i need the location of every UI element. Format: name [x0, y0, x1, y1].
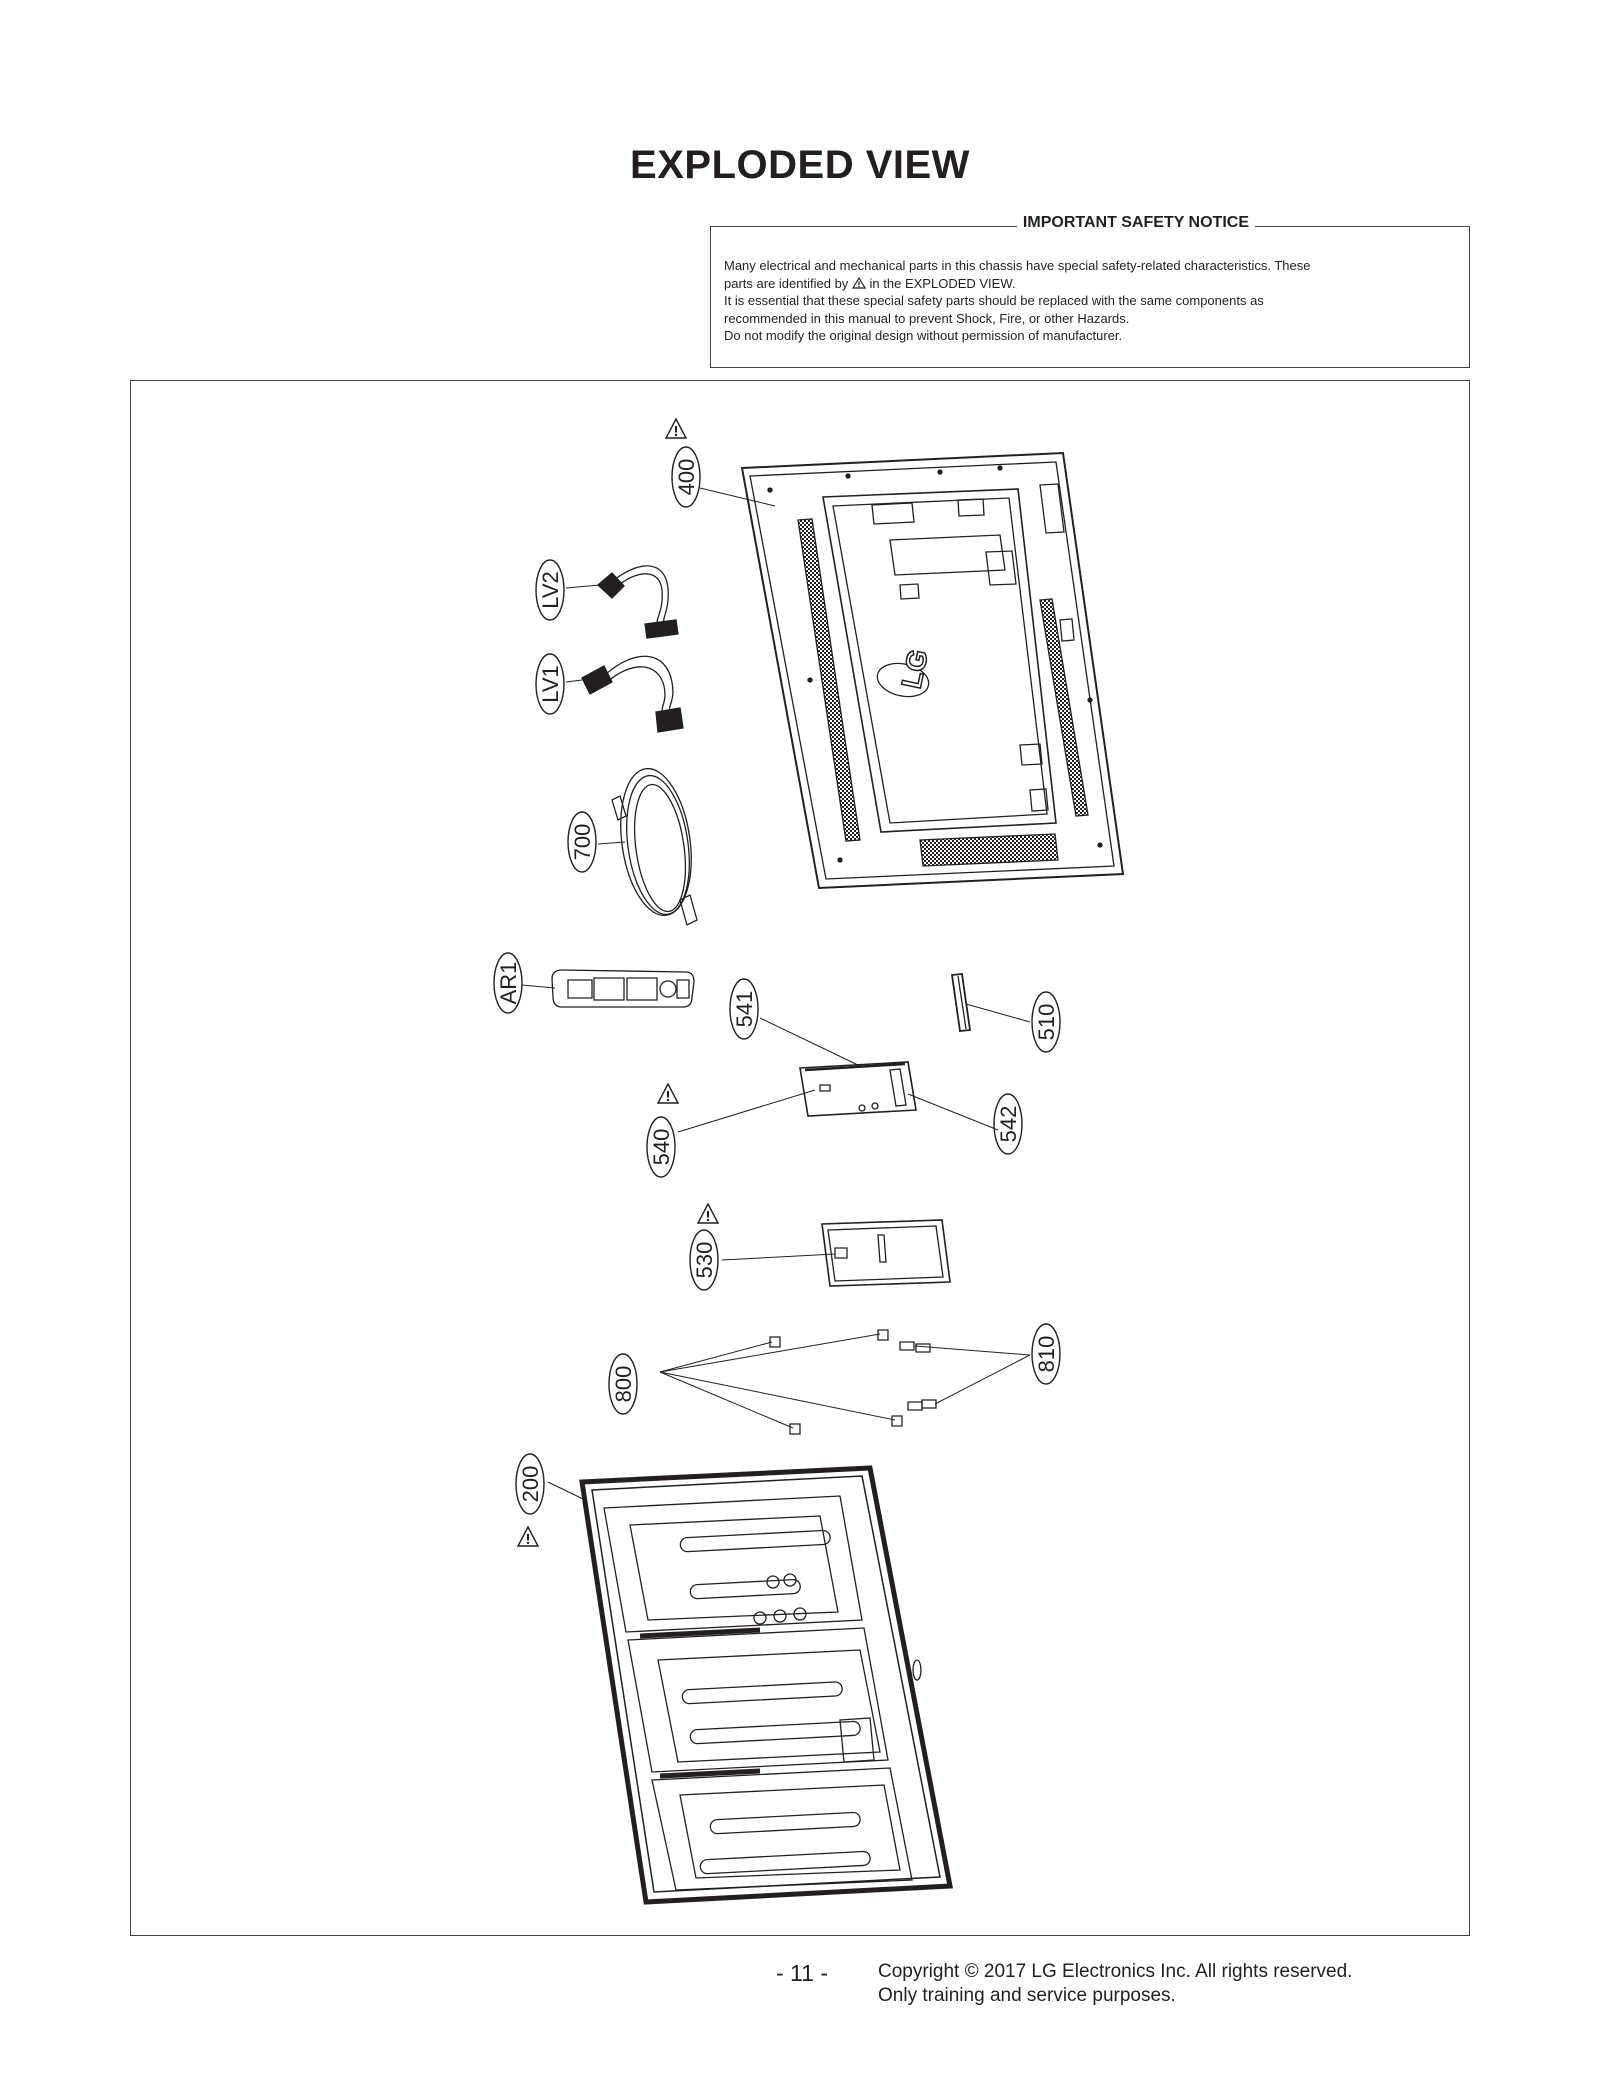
callout-700: 700	[570, 824, 595, 861]
copyright-line-2: Only training and service purposes.	[878, 1985, 1176, 2006]
main-board-540	[799, 1061, 917, 1117]
copyright-line-1: Copyright © 2017 LG Electronics Inc. All…	[878, 1961, 1353, 1982]
callout-810: 810	[1034, 1336, 1059, 1373]
notice-line-2: parts are identified by in the EXPLODED …	[724, 275, 1016, 291]
power-cord-700	[611, 767, 698, 926]
callout-200: 200	[518, 1466, 543, 1503]
callout-510: 510	[1034, 1004, 1059, 1041]
rear-chassis-200	[579, 1465, 953, 1905]
notice-line-1: Many electrical and mechanical parts in …	[724, 258, 1311, 273]
leader-lines	[521, 487, 1031, 1501]
callout-540: 540	[649, 1129, 674, 1166]
lvds-cable-lv2	[597, 565, 679, 639]
safety-notice-box: IMPORTANT SAFETY NOTICE Many electrical …	[710, 214, 1470, 368]
power-board-530	[821, 1219, 951, 1287]
back-cover-400: LG	[740, 451, 1125, 890]
page-title: EXPLODED VIEW	[630, 143, 970, 187]
warning-icon	[851, 276, 866, 289]
page-number: - 11 -	[776, 1960, 828, 1986]
copyright-notice: Copyright © 2017 LG Electronics Inc. All…	[878, 1960, 1352, 2008]
safety-notice-body: Many electrical and mechanical parts in …	[724, 257, 1456, 345]
exploded-view-diagram: LG	[493, 418, 1125, 1905]
callout-400: 400	[674, 459, 699, 496]
callout-lv2: LV2	[538, 571, 563, 609]
callout-800: 800	[611, 1366, 636, 1403]
warning-icon	[657, 1083, 679, 1104]
callout-530: 530	[692, 1242, 717, 1279]
diagram-frame	[130, 380, 1470, 1936]
safety-notice-heading: IMPORTANT SAFETY NOTICE	[1016, 214, 1255, 232]
module-510	[950, 973, 972, 1032]
callout-542: 542	[996, 1106, 1021, 1143]
brackets-800-810	[769, 1329, 937, 1435]
warning-icon	[665, 418, 687, 439]
notice-line-3: It is essential that these special safet…	[724, 293, 1264, 308]
callout-lv1: LV1	[538, 665, 563, 703]
lvds-cable-lv1	[581, 655, 684, 733]
warning-icon	[517, 1526, 539, 1547]
warning-icon	[697, 1203, 719, 1224]
notice-line-4: recommended in this manual to prevent Sh…	[724, 310, 1130, 326]
callout-541: 541	[732, 991, 757, 1028]
callout-ar1: AR1	[496, 962, 521, 1005]
remote-control-ar1	[551, 969, 695, 1008]
notice-line-5: Do not modify the original design withou…	[724, 328, 1123, 343]
